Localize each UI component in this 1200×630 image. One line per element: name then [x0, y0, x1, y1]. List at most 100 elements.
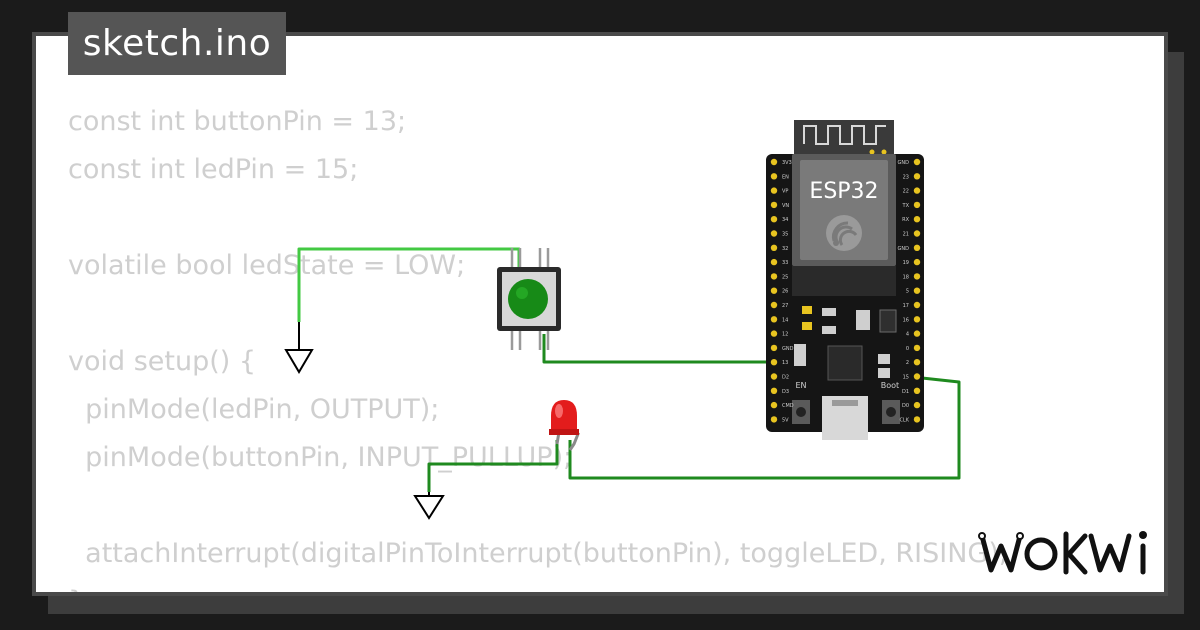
pin-label: VP: [782, 189, 788, 195]
pin-pad[interactable]: [913, 187, 921, 194]
pin-label: 32: [782, 246, 788, 252]
pin-pad[interactable]: [770, 158, 778, 166]
pin-pad[interactable]: [770, 244, 778, 251]
code-line: pinMode(buttonPin, INPUT_PULLUP);: [68, 442, 573, 473]
pin-label: 14: [782, 317, 788, 323]
pin-pad[interactable]: [770, 344, 778, 352]
pin-pad[interactable]: [913, 258, 921, 266]
pin-label: EN: [782, 174, 789, 180]
pin-pad[interactable]: [770, 416, 778, 423]
pin-label: GND: [782, 346, 794, 352]
pin-label: 27: [782, 303, 788, 309]
pin-pad[interactable]: [770, 401, 778, 409]
ground-symbol: [284, 322, 314, 374]
pin-pad[interactable]: [913, 244, 921, 251]
pin-label: 33: [782, 260, 788, 266]
code-line: void setup() {: [68, 346, 257, 377]
pin-label: 15: [903, 375, 909, 381]
pin-pad[interactable]: [770, 273, 778, 280]
wokwi-logo: [978, 531, 1147, 575]
code-line: }: [68, 578, 1008, 592]
file-name-tab: sketch.ino: [68, 12, 286, 75]
pin-pad[interactable]: [770, 216, 778, 223]
pin-pad[interactable]: [770, 230, 778, 237]
pin-label: 5: [906, 289, 909, 295]
pin-label: 2: [906, 360, 909, 366]
pin-label: 0: [906, 346, 909, 352]
pin-label: 34: [782, 217, 788, 223]
pin-pad[interactable]: [913, 287, 921, 294]
pin-pad[interactable]: [770, 387, 778, 394]
pin-pad[interactable]: [770, 301, 778, 309]
pin-label: D3: [782, 389, 789, 395]
pin-label: 3V3: [782, 160, 792, 166]
pin-label: 4: [906, 332, 909, 338]
pin-label: D2: [782, 375, 789, 381]
pin-pad[interactable]: [770, 187, 778, 194]
pin-pad[interactable]: [913, 330, 921, 337]
red-led[interactable]: [549, 400, 580, 451]
pin-label: 17: [903, 303, 909, 309]
pin-pad[interactable]: [913, 416, 921, 423]
pin-pad[interactable]: [913, 273, 921, 280]
pin-pad[interactable]: [913, 201, 921, 209]
pin-pad[interactable]: [913, 401, 921, 409]
pin-label: RX: [902, 217, 909, 223]
en-label: EN: [795, 381, 806, 390]
pin-label: 25: [782, 274, 788, 280]
pin-label: 16: [903, 317, 909, 323]
pin-label: 5V: [782, 417, 789, 423]
pin-label: CLK: [899, 417, 909, 423]
canvas-frame[interactable]: const int buttonPin = 13; const int ledPi…: [32, 32, 1168, 596]
espressif-logo-icon: [826, 215, 862, 251]
pin-label: GND: [898, 246, 910, 252]
pin-label: 21: [903, 232, 909, 238]
pin-label: 22: [903, 189, 909, 195]
pin-label: 13: [782, 360, 788, 366]
pin-pad[interactable]: [770, 316, 778, 323]
pin-pad[interactable]: [913, 344, 921, 352]
circuit-diagram: ESP32 EN: [284, 120, 961, 520]
pin-pad[interactable]: [913, 359, 921, 366]
pin-label: TX: [902, 203, 910, 209]
esp32-board[interactable]: ESP32 EN: [766, 120, 924, 440]
wire-button-to-ground[interactable]: [297, 247, 521, 322]
pin-pad[interactable]: [770, 287, 778, 294]
boot-label: Boot: [881, 381, 899, 390]
pin-pad[interactable]: [770, 201, 778, 209]
pin-pad[interactable]: [913, 387, 921, 394]
pin-pad[interactable]: [770, 258, 778, 266]
pin-pad[interactable]: [770, 373, 778, 380]
pin-pad[interactable]: [913, 230, 921, 237]
pin-label: GND: [898, 160, 910, 166]
pin-label: D1: [902, 389, 909, 395]
pin-pad[interactable]: [913, 173, 921, 180]
ground-symbol: [413, 492, 445, 520]
code-line: const int ledPin = 15;: [68, 154, 359, 185]
pin-label: 12: [782, 332, 788, 338]
pin-label: 23: [903, 174, 909, 180]
pin-pad[interactable]: [770, 330, 778, 337]
wire-button-to-gpio13[interactable]: [542, 334, 774, 364]
pin-pad[interactable]: [913, 301, 921, 309]
pin-pad[interactable]: [770, 359, 778, 366]
code-line: pinMode(ledPin, OUTPUT);: [68, 394, 440, 425]
pin-label: 19: [903, 260, 909, 266]
pushbutton[interactable]: [497, 248, 561, 350]
chip-label: ESP32: [809, 179, 878, 204]
pin-label: VN: [782, 203, 789, 209]
pin-label: 35: [782, 232, 788, 238]
pin-label: 18: [903, 274, 909, 280]
pin-label: D0: [902, 403, 909, 409]
pin-pad[interactable]: [770, 173, 778, 180]
pin-pad[interactable]: [913, 316, 921, 323]
pin-label: CMD: [782, 403, 794, 409]
pin-pad[interactable]: [913, 158, 921, 166]
pin-pad[interactable]: [913, 216, 921, 223]
code-line: const int buttonPin = 13;: [68, 106, 407, 137]
pin-pad[interactable]: [913, 373, 921, 380]
pin-label: 26: [782, 289, 788, 295]
wire-led-to-ground[interactable]: [427, 440, 559, 492]
